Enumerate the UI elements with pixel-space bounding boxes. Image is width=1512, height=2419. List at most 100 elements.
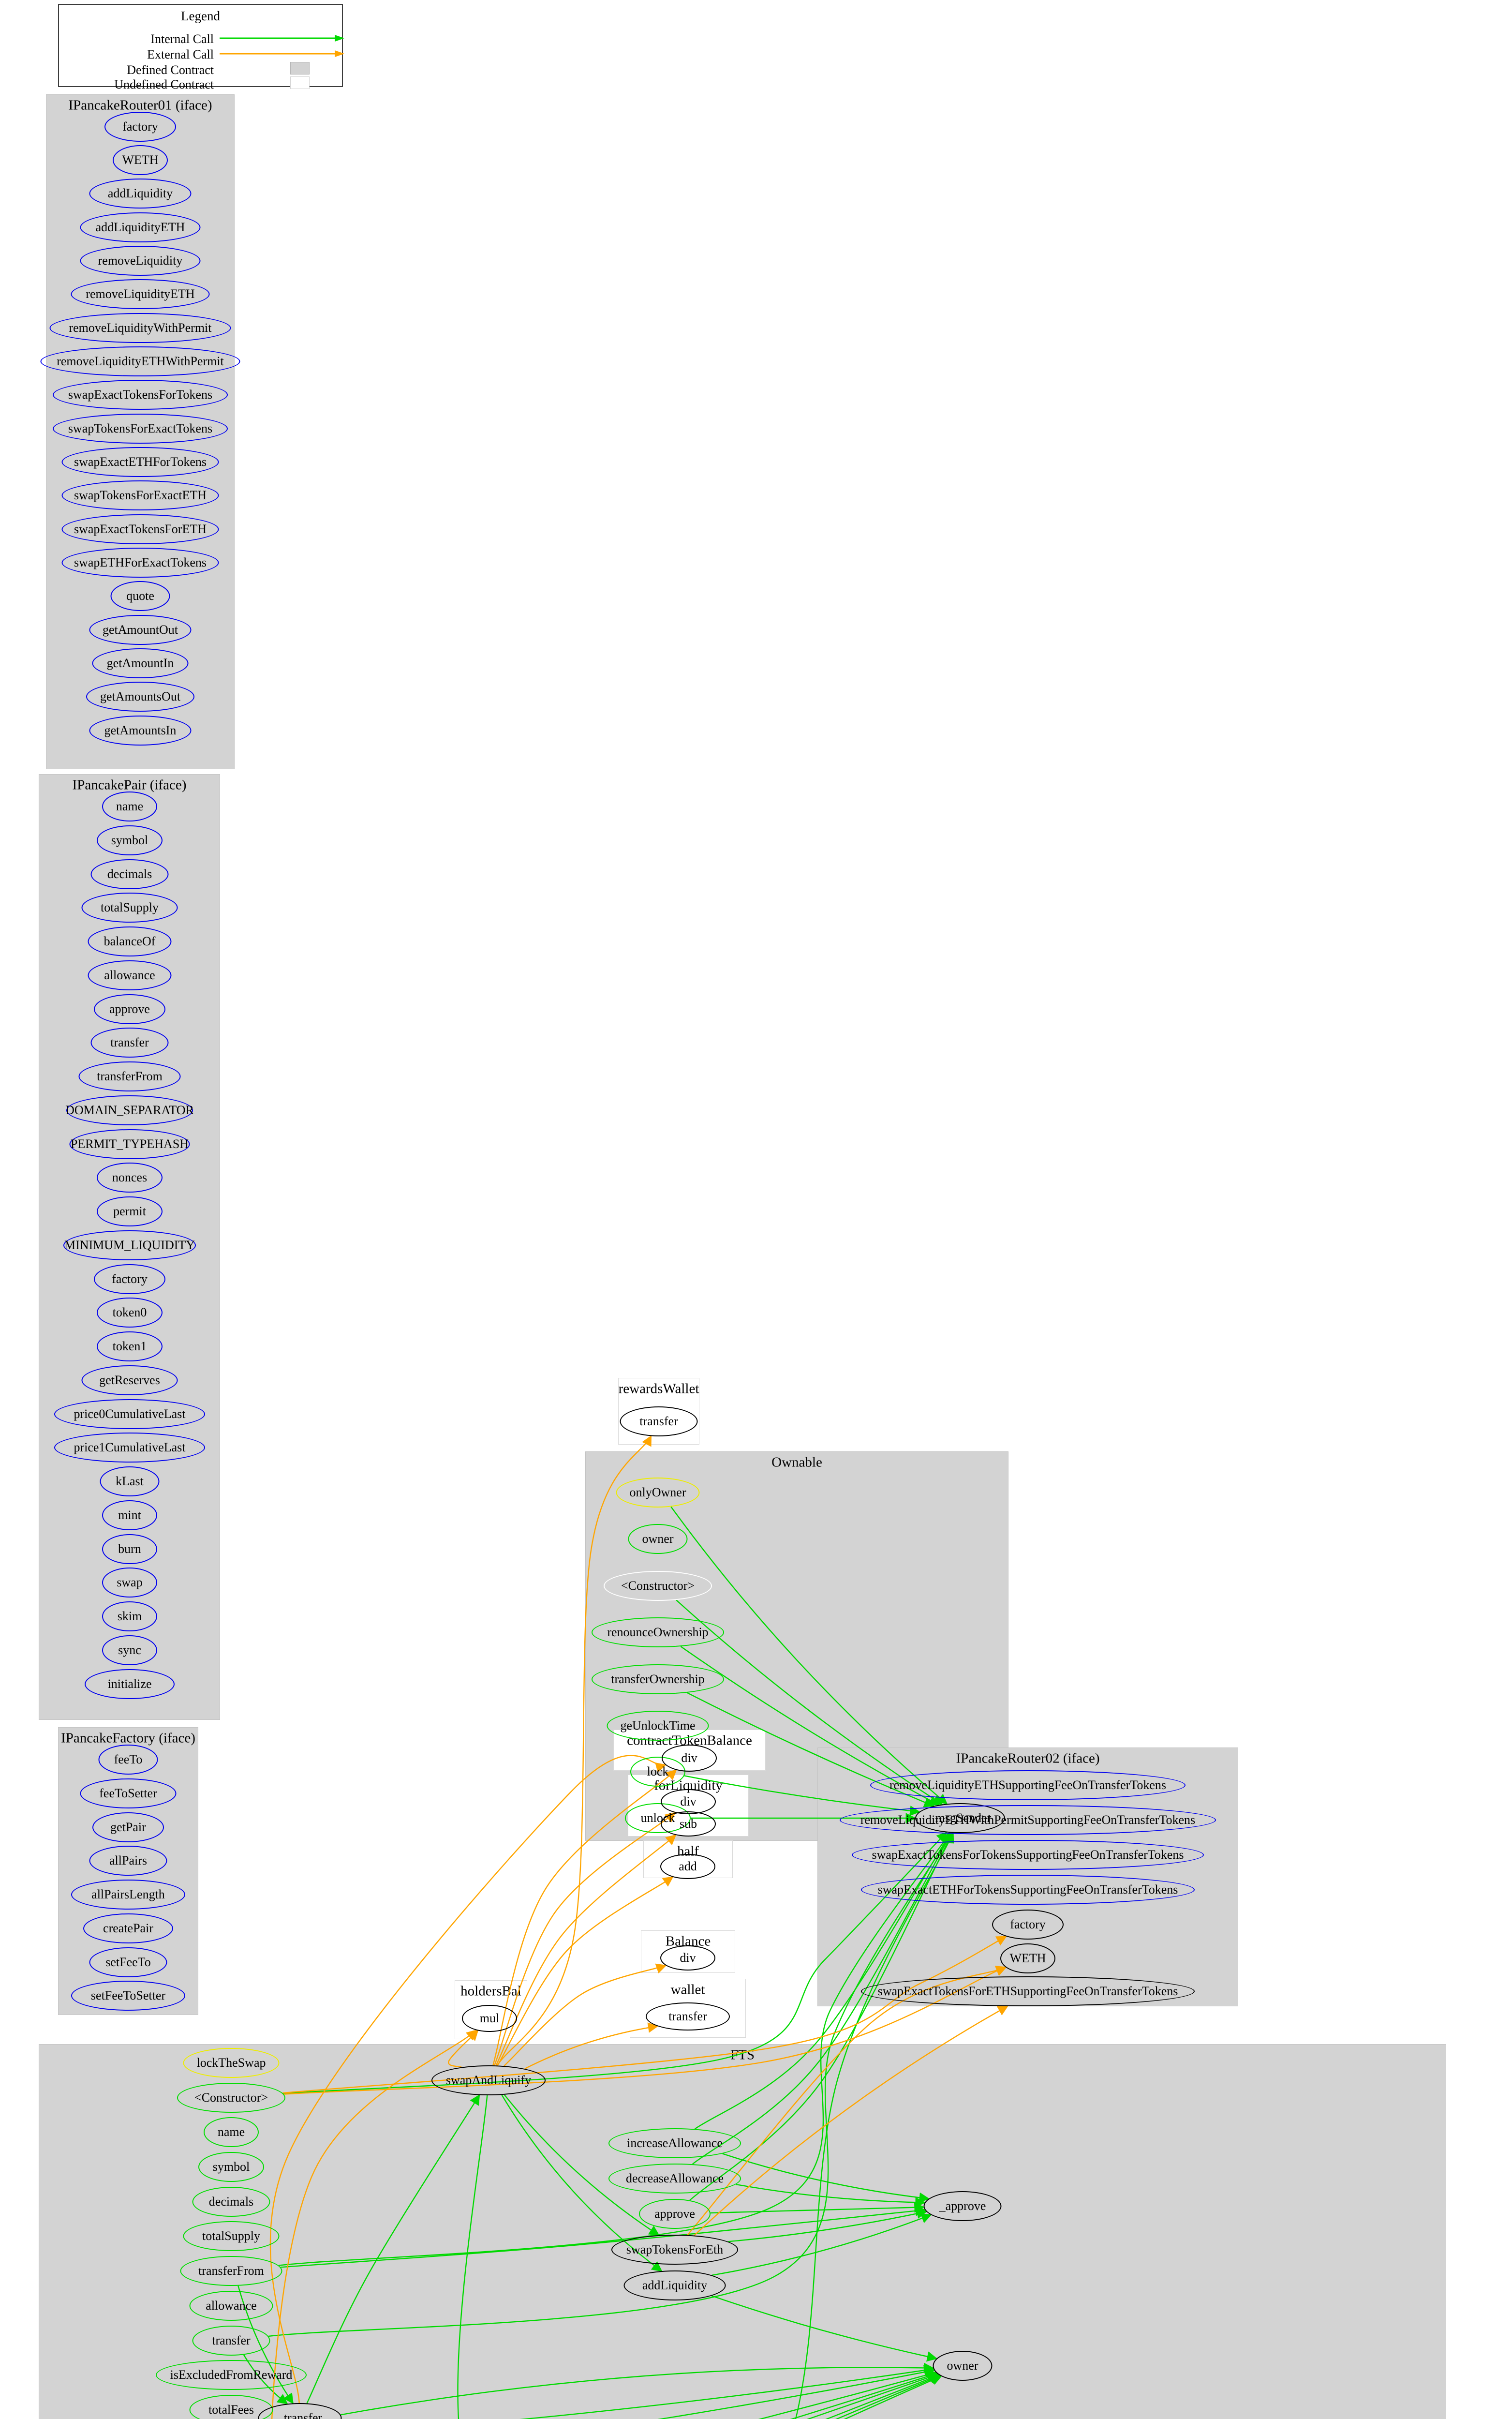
node-r01.swapTokensForExactTokens: swapTokensForExactTokens [53,414,228,444]
node-r01.removeLiquidityETH: removeLiquidityETH [71,279,210,309]
node-pair.factory: factory [94,1264,165,1294]
node-r02.factory: factory [992,1910,1064,1940]
node-forliq.div: div [661,1789,716,1814]
node-fts.name: name [204,2117,259,2147]
node-r01.addLiquidityETH: addLiquidityETH [80,212,201,242]
node-r01.WETH: WETH [113,145,168,175]
node-r01.swapTokensForExactETH: swapTokensForExactETH [61,480,219,510]
external-call-arrow-icon [220,50,344,57]
node-rw.transfer: transfer [620,1406,698,1436]
node-pair.transfer: transfer [90,1028,169,1058]
node-pair.token0: token0 [97,1298,163,1328]
cluster-label-r01: IPancakeRouter01 (iface) [68,97,212,113]
node-factory.getPair: getPair [92,1812,164,1842]
node-r02.rlEWP: removeLiquidityETHWithPermitSupportingFe… [840,1805,1216,1835]
node-fts.totalSupply: totalSupply [183,2221,280,2251]
node-pair.initialize: initialize [85,1669,175,1699]
node-fts.symbol: symbol [198,2152,264,2182]
node-pair.transferFrom: transferFrom [78,1061,181,1091]
node-hb.mul: mul [462,2005,517,2032]
node-r01.quote: quote [110,581,170,611]
node-pair.permit: permit [97,1196,163,1226]
undefined-contract-swatch-icon [290,76,310,89]
node-pair.name: name [102,791,157,821]
node-forliq.sub: sub [661,1811,716,1837]
node-r01.getAmountIn: getAmountIn [92,648,189,678]
node-fts.swapTokensForEth: swapTokensForEth [611,2235,738,2265]
cluster-label-own: Ownable [771,1454,822,1470]
node-fts.allowance: allowance [189,2291,273,2321]
node-fts._approve: _approve [923,2191,1002,2221]
node-own.ctor: <Constructor> [604,1571,712,1601]
node-factory.feeTo: feeTo [98,1745,158,1775]
cluster-label-factory: IPancakeFactory (iface) [61,1730,195,1746]
node-r02.seEfT: swapExactETHForTokensSupportingFeeOnTran… [861,1875,1195,1905]
node-fts.increaseAllowance: increaseAllowance [608,2128,741,2158]
node-fts.isExcludedFromReward: isExcludedFromReward [156,2360,307,2390]
node-factory.allPairsLength: allPairsLength [71,1880,185,1910]
cluster-label-fts: FTS [730,2047,755,2063]
cluster-label-wal: wallet [670,1982,705,1998]
node-pair.token1: token1 [97,1331,163,1361]
node-r01.swapETHForExactTokens: swapETHForExactTokens [61,548,219,578]
node-own.renounceOwnership: renounceOwnership [592,1617,724,1647]
node-fts.approve: approve [639,2199,711,2229]
legend-title: Legend [181,9,220,23]
node-r02.seTfT: swapExactTokensForTokensSupportingFeeOnT… [852,1840,1204,1870]
node-fts.transferFrom: transferFrom [180,2256,282,2286]
node-fts.addLiquidity: addLiquidity [623,2270,726,2300]
node-pair.decimals: decimals [90,859,169,889]
cluster-label-r02: IPancakeRouter02 (iface) [956,1750,1100,1766]
node-factory.createPair: createPair [83,1913,173,1943]
node-pair.sync: sync [102,1635,157,1665]
node-pair.approve: approve [94,994,165,1024]
node-r01.factory: factory [104,112,176,142]
legend-internal-call-label: Internal Call [150,32,214,46]
node-factory.allPairs: allPairs [89,1846,167,1876]
node-pair.DOMAIN_SEPARATOR: DOMAIN_SEPARATOR [65,1095,194,1125]
internal-call-arrow-icon [220,35,344,42]
cluster-label-hb: holdersBal [460,1983,521,1999]
node-fts.owner: owner [933,2351,993,2381]
node-r01.removeLiquidityWithPermit: removeLiquidityWithPermit [49,313,231,343]
node-own.transferOwnership: transferOwnership [592,1664,724,1694]
node-factory.feeToSetter: feeToSetter [80,1778,177,1808]
node-r01.getAmountsOut: getAmountsOut [86,682,194,712]
node-fts.ctor: <Constructor> [177,2083,285,2113]
cluster-label-pair: IPancakePair (iface) [72,777,187,793]
legend: Legend Internal Call External Call Defin… [58,4,344,91]
node-r01.getAmountsIn: getAmountsIn [89,716,192,746]
node-r01.swapExactTokensForTokens: swapExactTokensForTokens [53,380,228,410]
node-r01.removeLiquidityETHWithPermit: removeLiquidityETHWithPermit [40,346,240,376]
node-own.onlyOwner: onlyOwner [616,1478,700,1508]
node-pair.skim: skim [102,1601,157,1631]
node-r02.weth: WETH [1000,1943,1055,1973]
node-pair.price1CumulativeLast: price1CumulativeLast [54,1433,205,1463]
legend-defined-contract-label: Defined Contract [127,63,214,77]
node-r02.seTfE: swapExactTokensForETHSupportingFeeOnTran… [861,1976,1195,2006]
node-pair.swap: swap [102,1568,157,1598]
node-factory.setFeeTo: setFeeTo [89,1947,167,1977]
node-pair.getReserves: getReserves [81,1365,178,1395]
node-own.geUnlockTime: geUnlockTime [607,1711,709,1741]
node-r02.rlE: removeLiquidityETHSupportingFeeOnTransfe… [870,1770,1186,1800]
legend-undefined-contract-label: Undefined Contract [114,77,214,91]
node-pair.balanceOf: balanceOf [88,926,172,956]
legend-external-call-label: External Call [147,47,214,61]
node-fts.decreaseAllowance: decreaseAllowance [608,2164,741,2194]
node-own.owner: owner [628,1524,688,1554]
node-r01.addLiquidity: addLiquidity [89,179,192,209]
node-pair.burn: burn [102,1534,157,1564]
node-pair.symbol: symbol [97,825,163,855]
node-pair.totalSupply: totalSupply [81,893,178,923]
node-r01.swapExactTokensForETH: swapExactTokensForETH [61,514,219,544]
node-r01.getAmountOut: getAmountOut [89,615,192,645]
node-fts.decimals: decimals [192,2187,270,2217]
node-ctb.div: div [662,1745,717,1772]
node-pair.allowance: allowance [88,960,172,990]
node-pair.PERMIT_TYPEHASH: PERMIT_TYPEHASH [69,1129,190,1159]
node-pair.nonces: nonces [97,1163,163,1193]
node-pair.price0CumulativeLast: price0CumulativeLast [54,1399,205,1429]
node-half.add: add [660,1854,715,1879]
